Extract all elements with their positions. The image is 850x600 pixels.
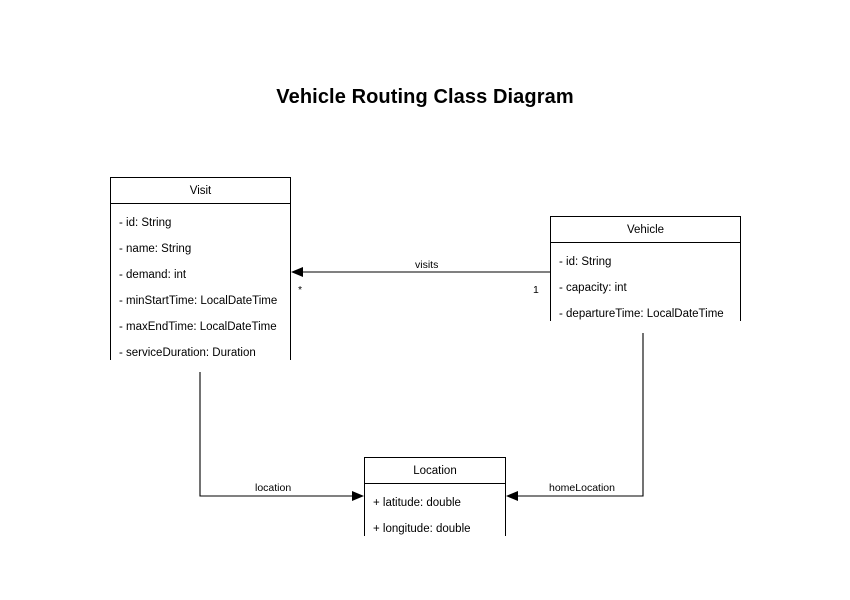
multiplicity-visits-source: 1 [533, 284, 539, 296]
edge-homelocation [506, 321, 644, 501]
class-attribute: - id: String [119, 217, 172, 229]
class-box-visit[interactable]: Visit - id: String - name: String - dema… [110, 177, 291, 372]
class-attributes-vehicle: - id: String - capacity: int - departure… [551, 243, 740, 333]
class-attribute: - minStartTime: LocalDateTime [119, 295, 278, 307]
class-attribute: - capacity: int [559, 282, 627, 294]
class-attribute: - departureTime: LocalDateTime [559, 308, 724, 320]
edge-label-visits: visits [412, 259, 442, 271]
class-attributes-location: + latitude: double + longitude: double [365, 484, 505, 548]
edge-label-location: location [252, 482, 295, 494]
class-name-vehicle: Vehicle [551, 217, 740, 243]
multiplicity-visits-target: * [298, 284, 303, 296]
class-attribute: + latitude: double [373, 497, 461, 509]
edge-label-homelocation: homeLocation [546, 482, 618, 494]
class-name-location: Location [365, 458, 505, 484]
class-attributes-visit: - id: String - name: String - demand: in… [111, 204, 290, 372]
class-name-visit: Visit [111, 178, 290, 204]
page-title: Vehicle Routing Class Diagram [276, 86, 574, 108]
class-attribute: - serviceDuration: Duration [119, 347, 256, 359]
class-attribute: + longitude: double [373, 523, 471, 535]
class-attribute: - name: String [119, 243, 192, 255]
edge-location [199, 360, 364, 501]
class-attribute: - id: String [559, 256, 612, 268]
class-attribute: - demand: int [119, 269, 187, 281]
class-box-location[interactable]: Location + latitude: double + longitude:… [364, 457, 506, 548]
edge-visits [291, 267, 550, 277]
class-attribute: - maxEndTime: LocalDateTime [119, 321, 277, 333]
class-box-vehicle[interactable]: Vehicle - id: String - capacity: int - d… [550, 216, 741, 333]
